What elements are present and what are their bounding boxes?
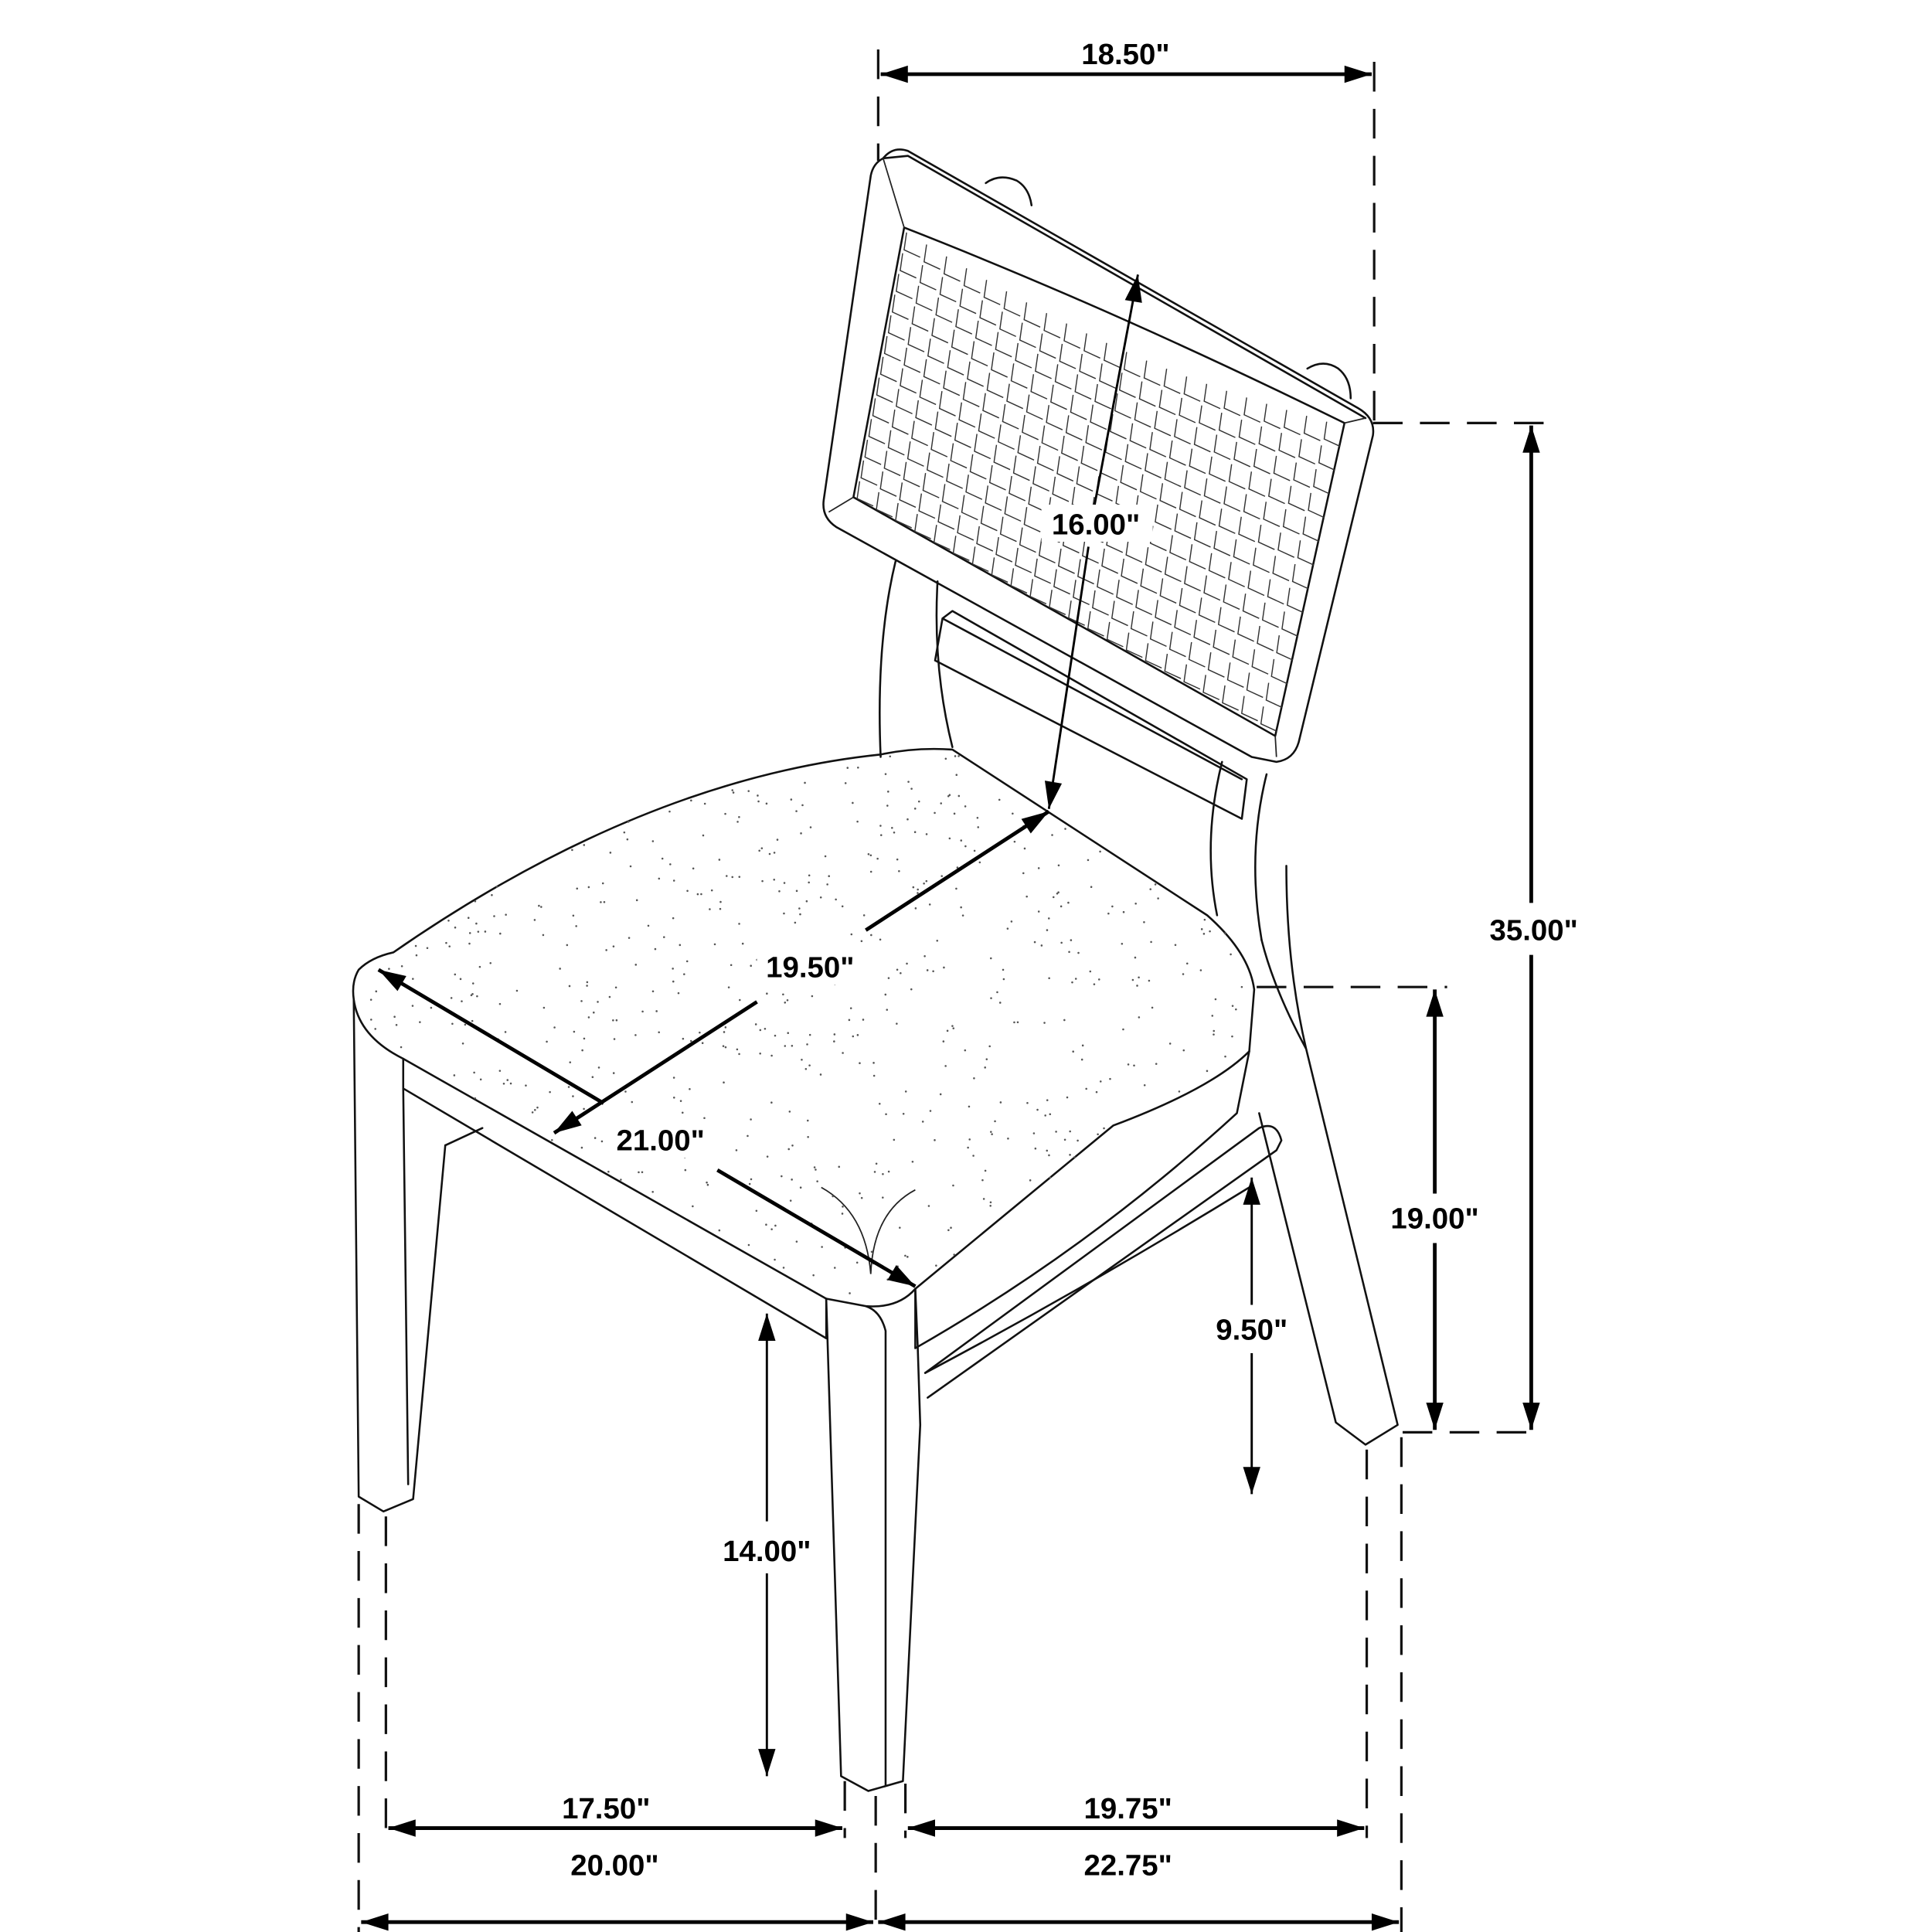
seat-tuft [821,1186,916,1274]
dim-seat-height-arrow-start [1426,989,1444,1017]
dim-stretcher-height [1243,1177,1260,1495]
label-stretcher-height: 9.50" [1216,1313,1287,1346]
dim-side-leg-span-arrow-start [907,1819,935,1837]
backrest-bevel-lines [828,158,1366,757]
dim-seat-width-arrow-start [378,969,406,992]
dimension-annotations: 18.50" 16.00" 35.00" 19.00" 9.50" 14.00"… [357,38,1578,1932]
back-slat [934,610,1248,820]
label-seat-height: 19.00" [1390,1202,1478,1235]
dim-overall-height-arrow-start [1522,425,1540,453]
dim-back-width-arrow-start [880,65,908,83]
side-stretcher [923,1124,1283,1399]
backrest-frame-outer [822,148,1375,764]
label-back-width: 18.50" [1081,38,1169,71]
dim-side-leg-span [907,1819,1365,1837]
dim-apron-height-arrow-start [758,1313,776,1341]
dim-seat-width-arrow-end [887,1264,916,1287]
dim-back-panel-height [1044,274,1142,809]
label-side-leg-span: 19.75" [1084,1792,1172,1825]
dim-back-panel-height-arrow-end [1044,781,1063,809]
dim-seat-depth-arrow-end [554,1111,582,1134]
label-overall-width: 20.00" [570,1849,658,1882]
dim-stretcher-height-arrow-start [1243,1177,1260,1205]
backrest-frame-top-bevel [882,155,1367,420]
seat-cushion [352,747,1256,1308]
dim-seat-height-arrow-end [1426,1402,1444,1430]
back-knob-right [1306,362,1352,400]
rear-leg-left-visible [444,1127,484,1147]
backrest-panel-inner [852,226,1346,737]
dim-back-width-arrow-end [1344,65,1372,83]
label-front-leg-span: 17.50" [562,1792,650,1825]
dim-front-leg-span [388,1819,842,1837]
dim-stretcher-height-arrow-end [1243,1467,1260,1495]
dim-seat-depth-arrow-start [1021,811,1049,834]
seat-fabric-texture [369,755,1243,1294]
label-back-panel-height: 16.00" [1052,508,1140,541]
back-knob-left [985,176,1033,206]
dim-overall-width-arrow-start [361,1913,389,1931]
seat-apron-side [914,1050,1250,1374]
back-post-left [879,560,954,758]
dim-overall-height [1522,425,1540,1430]
dim-overall-width [361,1913,873,1931]
dim-overall-height-arrow-end [1522,1402,1540,1430]
label-overall-height: 35.00" [1489,913,1577,947]
dim-front-leg-span-arrow-end [815,1819,842,1837]
dim-apron-height [758,1313,776,1777]
dim-overall-depth-arrow-start [878,1913,906,1931]
dim-seat-width [377,968,917,1288]
dim-back-width [880,65,1372,83]
front-leg-right [825,1287,922,1792]
dim-seat-depth [553,809,1050,1135]
label-seat-width: 21.00" [617,1124,705,1157]
rear-leg-right [1258,865,1399,1446]
label-apron-height: 14.00" [723,1535,811,1568]
dim-overall-depth [878,1913,1400,1931]
dim-overall-depth-arrow-end [1371,1913,1400,1931]
dim-side-leg-span-arrow-end [1337,1819,1365,1837]
dim-back-panel-height-arrow-start [1124,274,1142,303]
back-post-right [1209,760,1268,941]
front-leg-left [352,998,447,1513]
dim-seat-height [1426,989,1444,1430]
label-seat-depth: 19.50" [766,951,854,984]
dim-overall-width-arrow-end [845,1913,873,1931]
chair-drawing [352,148,1399,1792]
dim-front-leg-span-arrow-start [388,1819,416,1837]
dim-apron-height-arrow-end [758,1749,776,1777]
label-overall-depth: 22.75" [1084,1849,1172,1882]
